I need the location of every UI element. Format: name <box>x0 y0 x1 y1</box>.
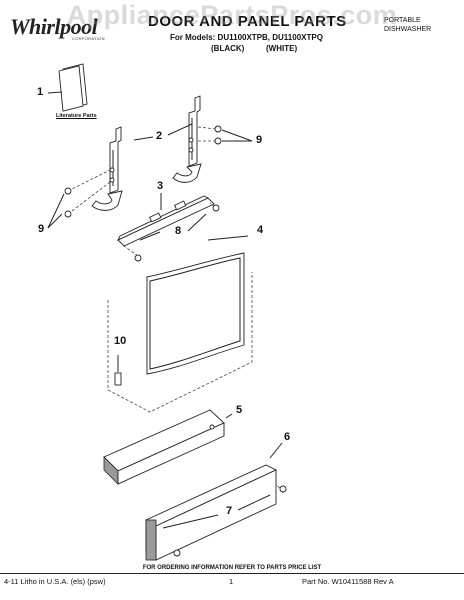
leader-line-9a <box>47 213 63 229</box>
footer-divider <box>0 573 464 574</box>
color-label-white: (WHITE) <box>266 44 298 53</box>
product-type-line1: PORTABLE <box>384 17 421 24</box>
brand-logo: Whirlpool <box>10 14 98 39</box>
leader-line-9a-b <box>47 193 65 229</box>
callout-2: 2 <box>156 130 163 142</box>
door-handle-insert <box>114 355 122 386</box>
ordering-note: FOR ORDERING INFORMATION REFER TO PARTS … <box>142 565 322 571</box>
callout-9-right: 9 <box>256 134 263 146</box>
leader-line-1 <box>47 91 63 94</box>
screw <box>64 210 72 218</box>
litho-info: 4-11 Litho in U.S.A. (els) (psw) <box>4 577 106 586</box>
leader-line-8b <box>187 213 207 232</box>
model-numbers: For Models: DU1100XTPB, DU1100XTPQ <box>170 33 323 42</box>
leader-line-9b <box>221 129 253 142</box>
leader-line-7 <box>162 514 219 529</box>
leader-line-2b <box>167 123 193 136</box>
brand-subtitle: CORPORATION <box>72 36 105 41</box>
leader-line-2 <box>133 136 154 141</box>
screw <box>214 125 222 133</box>
callout-3: 3 <box>157 180 164 192</box>
right-door-bracket <box>172 95 217 183</box>
leader-line-6 <box>269 442 283 459</box>
callout-7: 7 <box>226 505 233 517</box>
callout-4: 4 <box>257 224 264 236</box>
left-door-bracket <box>67 126 123 215</box>
kick-plate-screws <box>162 484 287 557</box>
callout-1: 1 <box>37 86 44 98</box>
leader-line-7b <box>237 494 271 511</box>
page-number: 1 <box>229 577 234 586</box>
product-type-line2: DISHWASHER <box>384 26 432 33</box>
literature-parts-label: Literature Parts <box>56 113 97 119</box>
callout-9-left: 9 <box>38 223 45 235</box>
part-number: Part No. W10411588 Rev A <box>302 577 394 586</box>
watermark: AppliancePartsPros.com <box>66 0 398 30</box>
callout-6: 6 <box>284 431 291 443</box>
screw <box>214 137 222 145</box>
page-title: DOOR AND PANEL PARTS <box>148 13 347 30</box>
callout-5: 5 <box>236 404 243 416</box>
leader-line-5 <box>225 413 233 419</box>
toe-kick-panel <box>103 409 233 485</box>
leader-line-4 <box>207 235 249 241</box>
door-panel <box>107 235 253 413</box>
screws <box>47 125 253 229</box>
product-type: PORTABLE DISHWASHER <box>384 16 454 34</box>
callout-10: 10 <box>114 335 127 347</box>
hinge-rail <box>117 193 220 262</box>
literature-booklet <box>47 63 88 112</box>
leader-line-8 <box>139 231 161 241</box>
screw <box>64 187 72 195</box>
color-label-black: (BLACK) <box>211 44 245 53</box>
callout-8: 8 <box>175 225 182 237</box>
